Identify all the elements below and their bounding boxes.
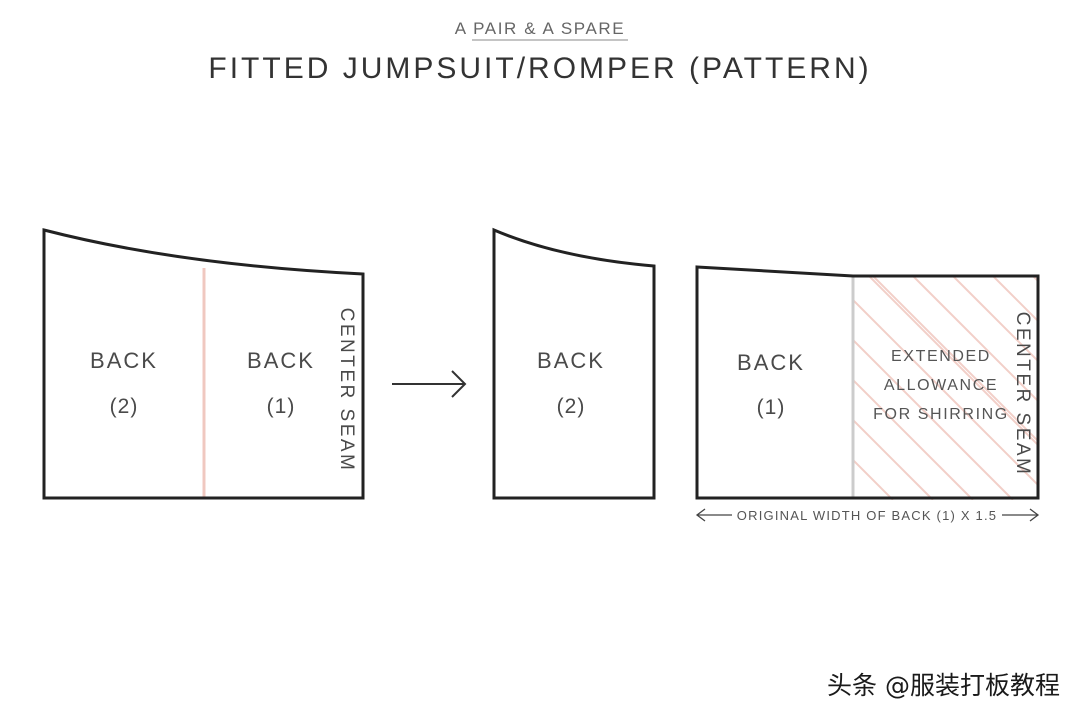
measurement-label: ORIGINAL WIDTH OF BACK (1) X 1.5 [737, 508, 997, 523]
right-arrow-head-icon [1029, 508, 1040, 522]
left-arrow-icon [695, 508, 706, 522]
back-1-number: (1) [267, 395, 296, 418]
back-piece-outline [42, 228, 365, 500]
back-2-number: (2) [110, 395, 139, 418]
brand-logo: A PAIR & A SPARE [455, 19, 628, 41]
back-2-label: BACK [90, 348, 158, 373]
shirring-hatch [853, 276, 1038, 500]
back-2-number: (2) [557, 395, 586, 418]
panel-back-2: BACK (2) [492, 227, 656, 500]
extension-label-line1: EXTENDED [891, 348, 991, 365]
center-seam-label: CENTER SEAM [1012, 312, 1033, 477]
panel-original-pattern: BACK (2) BACK (1) CENTER SEAM [42, 228, 365, 500]
watermark: 头条 @服装打板教程 [827, 671, 1060, 700]
center-seam-label: CENTER SEAM [336, 308, 357, 473]
page-title: FITTED JUMPSUIT/ROMPER (PATTERN) [208, 52, 871, 85]
back-1-number: (1) [757, 396, 786, 419]
back-1-label: BACK [247, 348, 315, 373]
brand-name: A PAIR & A SPARE [455, 19, 625, 38]
extension-label-line3: FOR SHIRRING [873, 406, 1009, 423]
back-1-outline [695, 265, 1040, 500]
panel-back-1-extended: BACK (1) EXTENDED ALLOWANCE FOR SHIRRING… [695, 265, 1040, 500]
extension-label-line2: ALLOWANCE [884, 377, 998, 394]
right-arrow-icon [392, 370, 467, 398]
width-measurement: ORIGINAL WIDTH OF BACK (1) X 1.5 [695, 508, 1040, 523]
back-1-label: BACK [737, 350, 805, 375]
back-2-outline [492, 227, 656, 500]
back-2-label: BACK [537, 348, 605, 373]
